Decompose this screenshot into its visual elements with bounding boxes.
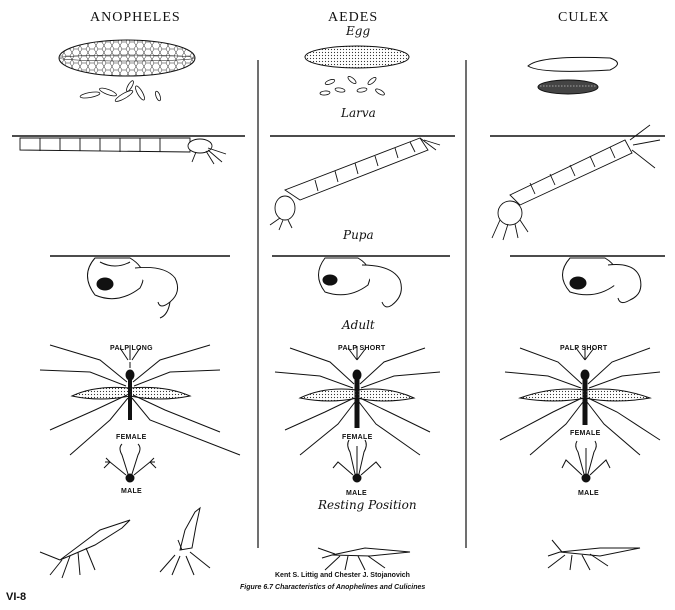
culex-single-egg (528, 57, 618, 71)
culex-larva (492, 125, 660, 240)
aedes-egg-raft (305, 46, 409, 68)
culex-pupa (563, 258, 641, 303)
anopheles-pupa (88, 258, 178, 318)
aedes-resting-position (318, 548, 410, 570)
anopheles-resting-position-1 (40, 520, 130, 578)
anopheles-resting-position-2 (160, 508, 210, 575)
aedes-single-eggs (320, 75, 385, 96)
anopheles-larva (20, 138, 226, 164)
anopheles-egg-raft (59, 40, 195, 76)
culex-female-adult (500, 346, 660, 455)
aedes-female-adult (275, 346, 440, 455)
aedes-pupa (319, 258, 402, 307)
aedes-male-head (333, 440, 381, 482)
aedes-larva (270, 138, 440, 230)
culex-resting-position (548, 540, 640, 570)
anopheles-single-eggs (80, 80, 162, 103)
anopheles-female-adult (40, 345, 240, 455)
culex-male-head (562, 441, 610, 482)
culex-egg-raft (538, 80, 598, 94)
anopheles-male-head (104, 444, 156, 482)
